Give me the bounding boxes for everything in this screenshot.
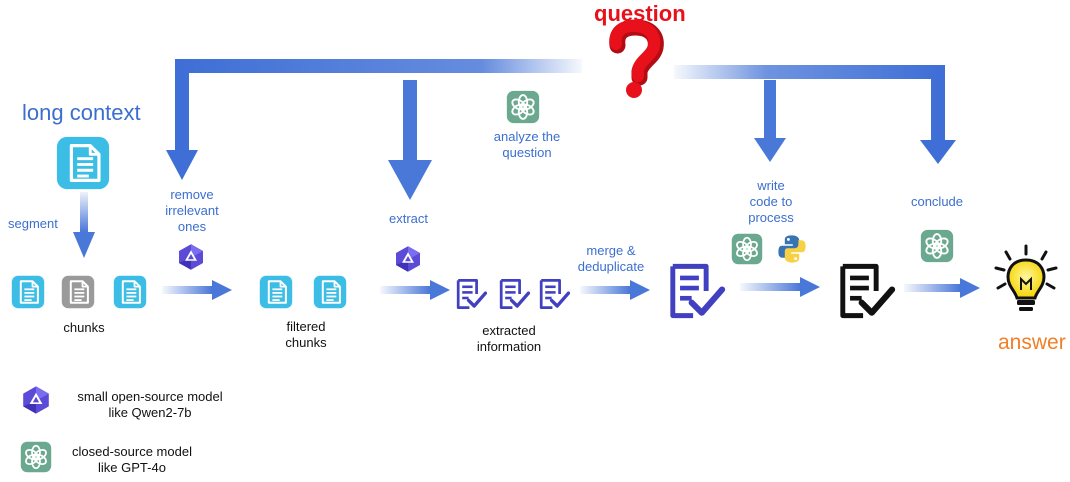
openai-logo-icon	[920, 229, 954, 263]
arrowhead-write-code	[754, 138, 786, 162]
flow-arrow-shaft	[904, 284, 960, 292]
legend-openai-logo-icon	[20, 441, 52, 473]
qwen-logo-icon	[179, 244, 203, 270]
checked-document-icon	[539, 278, 570, 310]
legend-qwen-logo-icon	[23, 386, 49, 414]
flow-arrow-shaft	[380, 286, 430, 294]
lightbulb-icon	[994, 244, 1058, 311]
openai-logo-icon	[731, 233, 763, 265]
chunk-document-icon	[10, 274, 46, 310]
flow-arrow-shaft	[162, 286, 212, 294]
filtered-chunk-document-icon	[258, 274, 294, 310]
chunk-document-icon-irrelevant	[60, 274, 96, 310]
write-code-label: write code to process	[748, 178, 794, 225]
legend-closed-model-label: closed-source model like GPT-4o	[72, 444, 192, 475]
flow-arrow-shaft	[740, 283, 800, 291]
arrowhead-conclude	[920, 140, 956, 164]
checked-document-icon	[499, 278, 530, 310]
long-context-document-icon	[55, 135, 111, 191]
analyze-question-label: analyze the question	[493, 129, 561, 160]
flow-arrowhead	[212, 280, 232, 300]
flow-arrowhead	[960, 278, 980, 298]
remove-irrelevant-label: remove irrelevant ones	[165, 187, 219, 234]
question-flow-line-right	[674, 65, 945, 140]
checked-document-icon	[456, 278, 487, 310]
segment-arrowhead	[73, 232, 95, 258]
question-mark-icon	[609, 19, 664, 98]
flow-arrowhead	[630, 280, 650, 300]
long-context-label: long context	[22, 100, 141, 125]
segment-label: segment	[8, 216, 58, 231]
flow-arrow-shaft	[580, 286, 630, 294]
result-checked-document-icon	[843, 266, 892, 315]
conclude-label: conclude	[910, 194, 964, 209]
python-logo-icon	[778, 235, 806, 263]
legend-small-model-label: small open-source model like Qwen2-7b	[77, 389, 223, 420]
openai-logo-icon	[506, 90, 540, 124]
question-flow-line-left	[175, 59, 582, 150]
question-label: question	[594, 1, 686, 26]
flow-arrowhead	[800, 277, 820, 297]
extracted-information-label: extracted information	[476, 323, 542, 354]
merged-checked-document-icon	[673, 266, 722, 315]
arrowhead-remove	[166, 150, 198, 180]
qwen-logo-icon	[396, 246, 420, 272]
extract-label: extract	[389, 211, 429, 226]
filtered-chunk-document-icon	[312, 274, 348, 310]
arrowhead-extract	[388, 160, 432, 200]
filtered-chunks-label: filtered chunks	[285, 319, 327, 350]
chunk-document-icon	[112, 274, 148, 310]
chunks-label: chunks	[63, 320, 105, 335]
merge-deduplicate-label: merge & deduplicate	[577, 243, 645, 274]
answer-label: answer	[998, 331, 1066, 354]
segment-arrow-shaft	[80, 192, 88, 232]
flow-arrowhead	[430, 280, 450, 300]
